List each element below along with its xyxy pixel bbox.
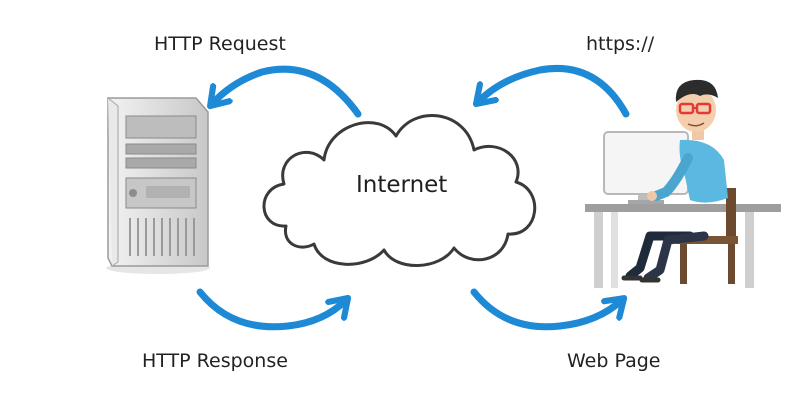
- web-page-label: Web Page: [567, 350, 661, 372]
- http-response-arrow: [196, 288, 346, 331]
- user-at-computer-icon: [585, 79, 781, 288]
- http-response-label: HTTP Response: [142, 350, 288, 372]
- server-icon: [106, 97, 210, 274]
- http-request-arrow: [212, 65, 362, 118]
- http-request-label: HTTP Request: [154, 33, 286, 55]
- internet-label: Internet: [356, 172, 448, 198]
- https-arrow: [478, 64, 630, 118]
- cloud-icon: [262, 114, 537, 267]
- https-label: https://: [586, 33, 655, 55]
- web-page-arrow: [470, 288, 622, 331]
